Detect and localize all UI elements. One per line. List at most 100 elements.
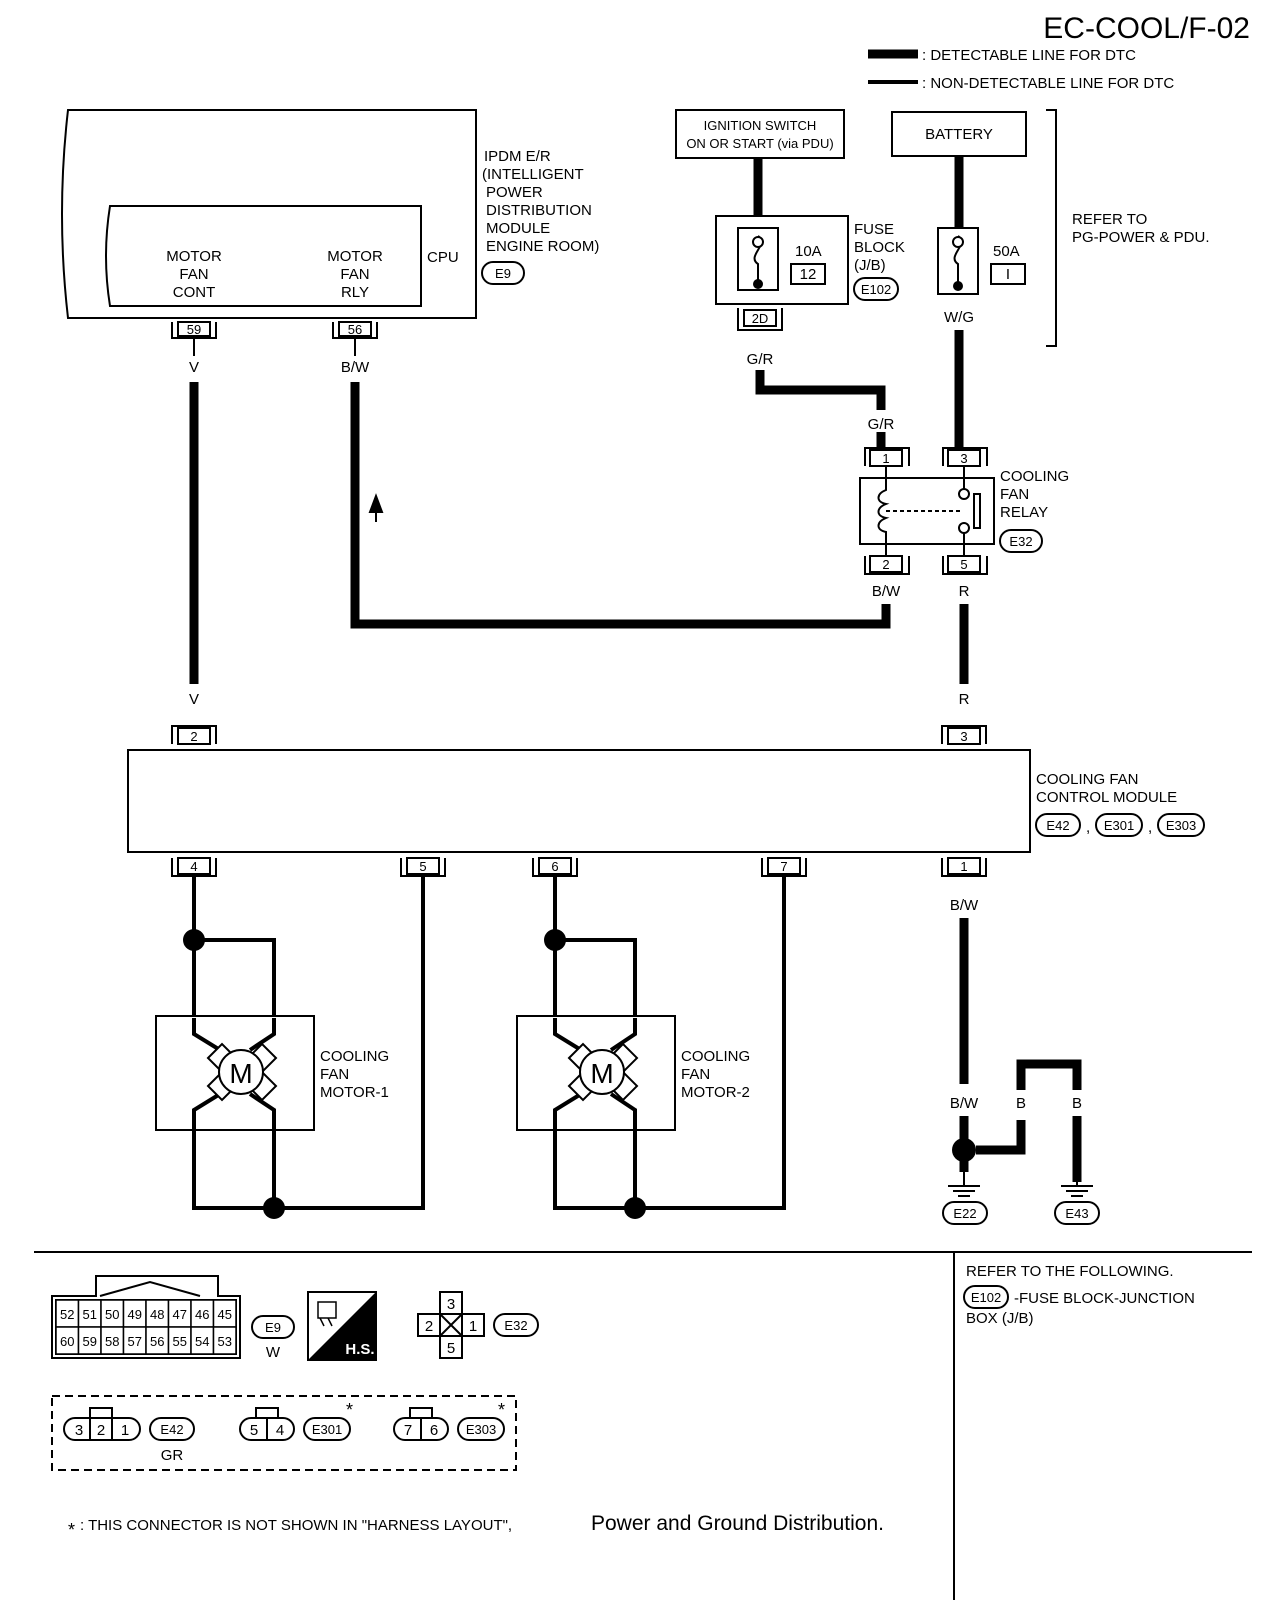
hs-badge-icon (307, 1291, 377, 1361)
connector-e301-face (239, 1407, 295, 1441)
motor2-name-3: MOTOR-2 (681, 1084, 750, 1101)
relay-coil (877, 466, 890, 556)
ground-e22: E22 (953, 1206, 976, 1221)
small-connectors-group (51, 1395, 517, 1471)
ground-e43: E43 (1065, 1206, 1088, 1221)
motor-fan-rly-1: MOTOR (327, 248, 383, 265)
footnote-star: * (68, 1520, 75, 1540)
motor1-symbol-circle (218, 1049, 264, 1095)
fuse-block-name-1: FUSE (854, 221, 894, 238)
connector-e9-badge (251, 1315, 295, 1339)
e9-pin-49: 49 (128, 1307, 142, 1322)
e9-pin-59: 59 (83, 1334, 97, 1349)
refer-following-connector: E102 (971, 1290, 1001, 1305)
wire-gr-relay: G/R (868, 416, 895, 433)
footnote-big: Power and Ground Distribution. (591, 1512, 884, 1535)
e9-pin-46: 46 (195, 1307, 209, 1322)
motor-fan-rly-3: RLY (341, 284, 369, 301)
e9-pin-48: 48 (150, 1307, 164, 1322)
wire-b-2: B (1072, 1095, 1082, 1112)
motor1-symbol: M (229, 1058, 252, 1089)
wire-b-1: B (1016, 1095, 1026, 1112)
motor-fan-rly-2: FAN (340, 266, 369, 283)
module-connector-e301-badge (1095, 813, 1143, 837)
module-pin-2: 2 (190, 729, 197, 744)
e9-pin-53: 53 (218, 1334, 232, 1349)
module-connector-e42: E42 (1046, 818, 1069, 833)
wire-wg: W/G (944, 309, 974, 326)
cpu-label: CPU (427, 249, 459, 266)
connector-e301: E301 (312, 1422, 342, 1437)
footnote-text: : THIS CONNECTOR IS NOT SHOWN IN "HARNES… (80, 1517, 512, 1534)
pin-59-box (177, 321, 211, 337)
motor2-name-1: COOLING (681, 1048, 750, 1065)
relay-name-1: COOLING (1000, 468, 1069, 485)
ground-symbol-e43 (1061, 1182, 1093, 1197)
module-name-2: CONTROL MODULE (1036, 789, 1177, 806)
refer-following-connector-badge (963, 1285, 1009, 1309)
e301-pin-5: 5 (250, 1422, 258, 1439)
svg-text:,: , (1148, 819, 1152, 836)
refer-following-desc2: BOX (J/B) (966, 1310, 1034, 1327)
wire-bw-ground: B/W (950, 1095, 979, 1112)
e9-pin-54: 54 (195, 1334, 209, 1349)
connector-e42-color: GR (161, 1447, 184, 1464)
e9-pin-56: 56 (150, 1334, 164, 1349)
connector-e32-badge (493, 1313, 539, 1337)
motor1-name-1: COOLING (320, 1048, 389, 1065)
diagram-title: EC-COOL/F-02 (1043, 12, 1250, 45)
connector-e32: E32 (504, 1318, 527, 1333)
fuse-block-connector-badge (853, 277, 899, 301)
ipdm-name-4: DISTRIBUTION (486, 202, 592, 219)
relay-connector: E32 (1009, 534, 1032, 549)
e303-star: * (498, 1400, 505, 1420)
e9-pin-60: 60 (60, 1334, 74, 1349)
motor1-name-2: FAN (320, 1066, 349, 1083)
refer-power-1: REFER TO (1072, 211, 1147, 228)
ground-e43-badge (1054, 1201, 1100, 1225)
connector-e9: E9 (265, 1320, 281, 1335)
motor2-name-2: FAN (681, 1066, 710, 1083)
e9-cell (212, 1326, 237, 1355)
relay-name-2: FAN (1000, 486, 1029, 503)
wire-v-bottom: V (189, 691, 199, 708)
ground-symbol-e22 (948, 1172, 980, 1197)
e9-pin-55: 55 (173, 1334, 187, 1349)
connector-e301-badge (303, 1417, 351, 1441)
fuse-50a-amp: 50A (993, 243, 1020, 260)
fuse-10a-no-box (790, 263, 826, 285)
ipdm-name-5: MODULE (486, 220, 550, 237)
e32-pin-2: 2 (425, 1318, 433, 1335)
motor2-symbol: M (590, 1058, 613, 1089)
relay-pin-2: 2 (882, 557, 889, 572)
module-pin-4: 4 (190, 859, 197, 874)
motor-fan-cont-1: MOTOR (166, 248, 222, 265)
connector-e9-color: W (266, 1344, 281, 1361)
connector-e42-badge (149, 1417, 195, 1441)
motor2-symbol-circle (579, 1049, 625, 1095)
ipdm-name-1: IPDM E/R (484, 148, 551, 165)
module-connector-e42-badge (1035, 813, 1081, 837)
e9-pin-57: 57 (128, 1334, 142, 1349)
module-pin-3: 3 (960, 729, 967, 744)
motor-fan-cont-2: FAN (179, 266, 208, 283)
relay-pin-3: 3 (960, 451, 967, 466)
pin-56-box (338, 321, 372, 337)
ipdm-connector: E9 (495, 266, 511, 281)
fuse-10a-amp: 10A (795, 243, 822, 260)
module-pin-7: 7 (780, 859, 787, 874)
relay-pin-1: 1 (882, 451, 889, 466)
e303-pin-6: 6 (430, 1422, 438, 1439)
hs-label: H.S. (345, 1341, 374, 1358)
motor1-name-3: MOTOR-1 (320, 1084, 389, 1101)
wire-bw-ipdm: B/W (341, 359, 370, 376)
relay-name-3: RELAY (1000, 504, 1048, 521)
module-name-1: COOLING FAN (1036, 771, 1139, 788)
ipdm-name-3: POWER (486, 184, 543, 201)
e301-star: * (346, 1400, 353, 1420)
connector-e42-face (63, 1407, 141, 1441)
e9-pin-50: 50 (105, 1307, 119, 1322)
fuse-block-pin: 2D (752, 311, 769, 326)
fuse-block-box (715, 215, 849, 305)
